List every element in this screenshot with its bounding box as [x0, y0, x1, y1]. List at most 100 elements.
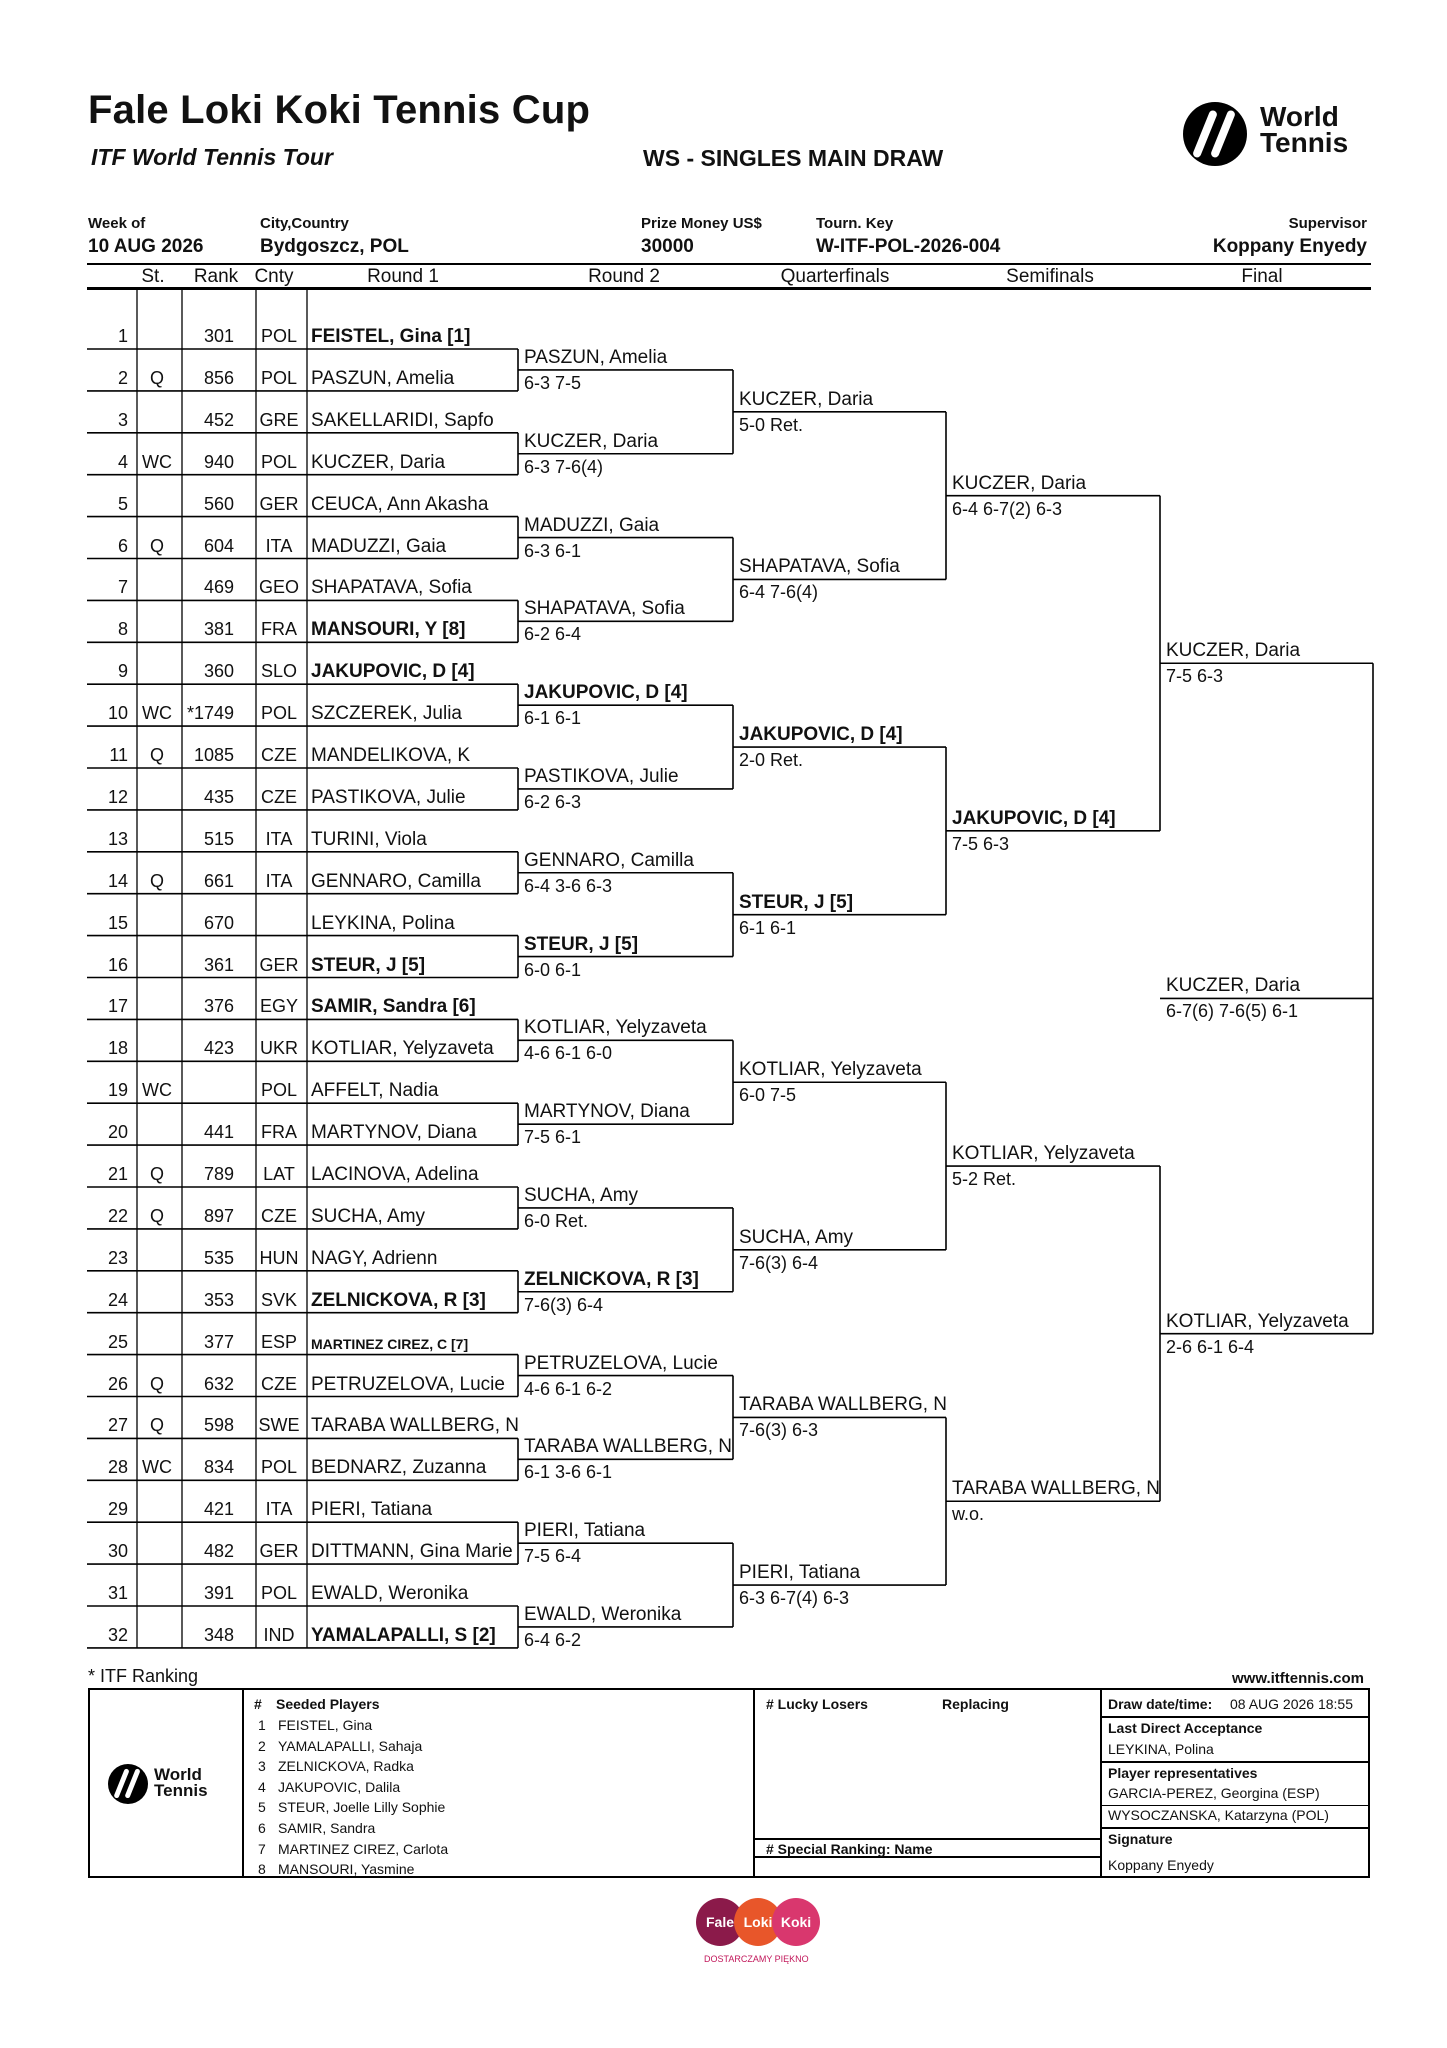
seed-name: JAKUPOVIC, Dalila — [278, 1778, 401, 1795]
player-country: GER — [259, 493, 299, 514]
draw-position: 11 — [109, 745, 128, 765]
winner-name[interactable]: PASZUN, Amelia — [524, 346, 668, 368]
player-name[interactable]: EWALD, Weronika — [311, 1583, 469, 1604]
draw-position: 29 — [107, 1499, 128, 1520]
winner-name[interactable]: KOTLIAR, Yelyzaveta — [952, 1143, 1135, 1165]
winner-name[interactable]: PIERI, Tatiana — [524, 1520, 646, 1542]
match-score: 6-0 7-5 — [739, 1085, 797, 1106]
player-name[interactable]: KUCZER, Daria — [311, 451, 446, 473]
winner-name[interactable]: KUCZER, Daria — [739, 388, 874, 410]
player-rank: 423 — [203, 1038, 234, 1059]
player-country: ITA — [265, 535, 293, 556]
winner-name[interactable]: KOTLIAR, Yelyzaveta — [739, 1059, 922, 1081]
match-score: 6-1 3-6 6-1 — [524, 1462, 613, 1483]
winner-name[interactable]: SUCHA, Amy — [524, 1184, 639, 1206]
player-name[interactable]: MARTYNOV, Diana — [311, 1122, 477, 1144]
player-name[interactable]: MANSOURI, Y [8] — [311, 619, 466, 641]
player-name[interactable]: DITTMANN, Gina Marie — [311, 1541, 513, 1563]
player-country: FRA — [261, 619, 297, 640]
draw-datetime: 08 AUG 2026 18:55 — [1230, 1696, 1353, 1712]
entry-status: Q — [149, 745, 164, 765]
player-name[interactable]: NAGY, Adrienn — [311, 1247, 438, 1269]
player-name[interactable]: PASZUN, Amelia — [311, 367, 455, 389]
match-score: 4-6 6-1 6-0 — [524, 1043, 613, 1064]
seeded-header: Seeded Players — [276, 1696, 380, 1712]
player-name[interactable]: AFFELT, Nadia — [311, 1080, 439, 1102]
winner-name[interactable]: SHAPATAVA, Sofia — [739, 556, 900, 578]
match-score: 6-4 6-2 — [524, 1629, 582, 1650]
winner-name[interactable]: JAKUPOVIC, D [4] — [524, 682, 688, 704]
player-name[interactable]: SAMIR, Sandra [6] — [311, 996, 476, 1018]
player-name[interactable]: MANDELIKOVA, K — [311, 745, 471, 766]
player-name[interactable]: KOTLIAR, Yelyzaveta — [311, 1038, 494, 1060]
winner-name[interactable]: JAKUPOVIC, D [4] — [952, 807, 1116, 829]
match-score: 7-5 6-4 — [524, 1546, 582, 1567]
champion-name[interactable]: KUCZER, Daria — [1166, 975, 1301, 997]
player-name[interactable]: ZELNICKOVA, R [3] — [311, 1289, 486, 1311]
winner-name[interactable]: KOTLIAR, Yelyzaveta — [1166, 1310, 1349, 1332]
winner-name[interactable]: PETRUZELOVA, Lucie — [524, 1352, 718, 1374]
winner-name[interactable]: SUCHA, Amy — [739, 1226, 854, 1248]
divider — [242, 1690, 244, 1876]
player-name[interactable]: SAKELLARIDI, Sapfo — [311, 409, 494, 431]
winner-name[interactable]: EWALD, Weronika — [524, 1603, 682, 1625]
player-name[interactable]: PETRUZELOVA, Lucie — [311, 1373, 505, 1395]
draw-title: WS - SINGLES MAIN DRAW — [643, 145, 944, 171]
player-name[interactable]: PIERI, Tatiana — [311, 1499, 433, 1521]
player-name[interactable]: GENNARO, Camilla — [311, 870, 481, 892]
draw-position: 24 — [107, 1289, 128, 1310]
website-link[interactable]: www.itftennis.com — [1232, 1670, 1364, 1687]
winner-name[interactable]: TARABA WALLBERG, N — [739, 1394, 947, 1416]
player-country: POL — [260, 451, 298, 472]
header-bottom-rule — [87, 287, 1371, 290]
winner-name[interactable]: KUCZER, Daria — [524, 430, 659, 452]
player-country: ESP — [260, 1331, 298, 1352]
player-name[interactable]: LACINOVA, Adelina — [311, 1164, 479, 1185]
player-name[interactable]: SZCZEREK, Julia — [311, 703, 462, 725]
winner-name[interactable]: PASTIKOVA, Julie — [524, 765, 679, 787]
player-name[interactable]: CEUCA, Ann Akasha — [311, 493, 489, 515]
player-name[interactable]: SHAPATAVA, Sofia — [311, 577, 472, 599]
match-score: 6-3 6-1 — [524, 540, 582, 561]
winner-name[interactable]: TARABA WALLBERG, N — [952, 1478, 1160, 1500]
info-label-3: Tourn. Key — [816, 215, 894, 232]
draw-position: 7 — [117, 577, 128, 598]
winner-name[interactable]: TARABA WALLBERG, N — [524, 1436, 732, 1458]
winner-name[interactable]: STEUR, J [5] — [739, 891, 854, 913]
winner-name[interactable]: KUCZER, Daria — [1166, 640, 1301, 662]
winner-name[interactable]: SHAPATAVA, Sofia — [524, 598, 685, 620]
player-name[interactable]: SUCHA, Amy — [311, 1205, 426, 1227]
player-name[interactable]: TARABA WALLBERG, N — [311, 1415, 519, 1437]
player-country: GRE — [259, 409, 299, 430]
winner-name[interactable]: MADUZZI, Gaia — [524, 514, 660, 536]
player-name[interactable]: MARTINEZ CIREZ, C [7] — [311, 1335, 469, 1352]
winner-name[interactable]: PIERI, Tatiana — [739, 1562, 861, 1584]
winner-name[interactable]: STEUR, J [5] — [524, 933, 639, 955]
player-name[interactable]: BEDNARZ, Zuzanna — [311, 1457, 487, 1479]
player-name[interactable]: TURINI, Viola — [311, 828, 427, 850]
winner-name[interactable]: KOTLIAR, Yelyzaveta — [524, 1017, 707, 1039]
player-name[interactable]: FEISTEL, Gina [1] — [311, 326, 471, 347]
player-name[interactable]: LEYKINA, Polina — [311, 912, 455, 934]
seed-number: 3 — [258, 1758, 266, 1775]
winner-name[interactable]: ZELNICKOVA, R [3] — [524, 1268, 699, 1290]
player-name[interactable]: PASTIKOVA, Julie — [311, 786, 466, 808]
winner-name[interactable]: KUCZER, Daria — [952, 472, 1087, 494]
footer-box: World Tennis # Seeded Players # Lucky Lo… — [88, 1688, 1370, 1878]
sponsor-logo: Fale Loki Koki DOSTARCZAMY PIĘKNO — [696, 1898, 826, 1978]
draw-position: 16 — [107, 954, 128, 975]
player-name[interactable]: MADUZZI, Gaia — [311, 535, 447, 557]
draw-position: 14 — [107, 870, 128, 891]
column-header: Quarterfinals — [780, 266, 890, 287]
winner-name[interactable]: JAKUPOVIC, D [4] — [739, 724, 903, 746]
winner-name[interactable]: GENNARO, Camilla — [524, 849, 694, 871]
match-score: w.o. — [952, 1504, 985, 1525]
divider — [755, 1838, 1100, 1840]
winner-name[interactable]: MARTYNOV, Diana — [524, 1101, 690, 1123]
info-label-0: Week of — [88, 215, 146, 232]
player-name[interactable]: JAKUPOVIC, D [4] — [311, 661, 475, 683]
player-name[interactable]: YAMALAPALLI, S [2] — [311, 1624, 496, 1646]
player-name[interactable]: STEUR, J [5] — [311, 954, 426, 976]
entry-status: Q — [149, 367, 164, 388]
last-direct-value: LEYKINA, Polina — [1108, 1741, 1214, 1757]
